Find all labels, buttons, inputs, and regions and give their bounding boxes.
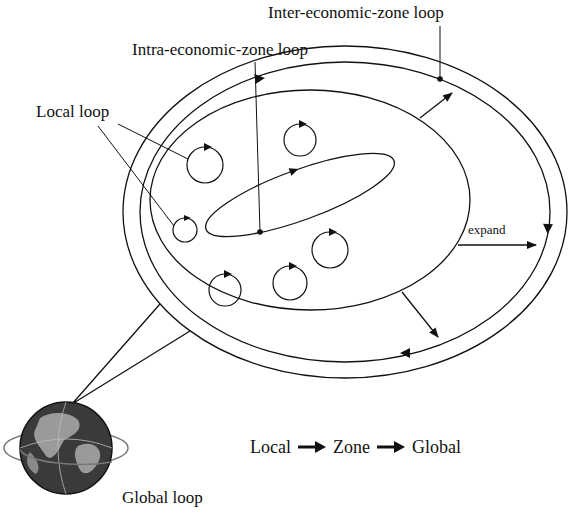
scale-word: Local bbox=[250, 436, 291, 458]
expand-label: expand bbox=[468, 222, 506, 238]
ring-label: Inter-economic-zone loop bbox=[268, 3, 444, 23]
local-loops bbox=[173, 124, 348, 306]
zone-ellipse bbox=[150, 90, 470, 310]
local-loop-arrowheads bbox=[184, 120, 337, 278]
loop-label: Intra-economic-zone loop bbox=[132, 40, 308, 60]
flow-arrow bbox=[376, 441, 406, 453]
bubble-tail bbox=[72, 304, 190, 404]
globe-label: Global loop bbox=[122, 488, 203, 508]
loop-label: Local loop bbox=[36, 102, 109, 122]
leader-dots bbox=[257, 76, 443, 235]
expand-arrows bbox=[402, 93, 536, 337]
bubble-outline bbox=[123, 46, 567, 378]
leader-lines bbox=[98, 26, 440, 232]
flow-arrow bbox=[297, 441, 327, 453]
ring-arrowhead bbox=[543, 224, 553, 234]
intra-zone-loop bbox=[197, 137, 402, 252]
globe bbox=[4, 402, 128, 494]
loop-arrowhead bbox=[289, 165, 300, 176]
ring-arrowhead bbox=[254, 73, 265, 84]
scale-word: Zone bbox=[333, 436, 370, 458]
inter-zone-ring bbox=[140, 62, 550, 362]
scale-word: Global bbox=[412, 436, 461, 458]
ring-arrowhead bbox=[400, 348, 410, 358]
scale-sequence: Local Zone Global bbox=[250, 436, 461, 458]
